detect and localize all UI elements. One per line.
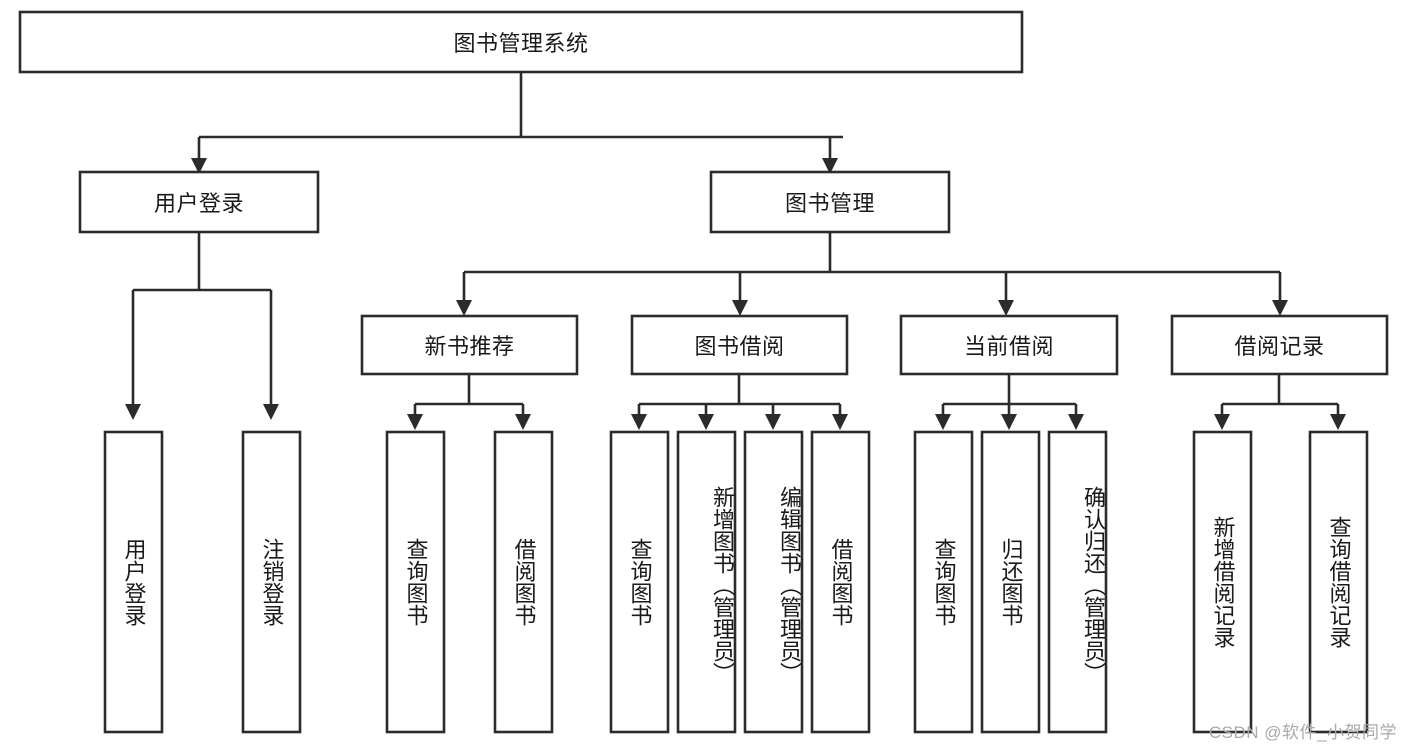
node-box-user-login [78, 170, 320, 234]
connector-userlogin-to-leaves [125, 232, 279, 420]
leaf-box-user-login-1 [241, 430, 302, 734]
node-box-current-borrow [899, 314, 1119, 376]
connector-newbook-to-leaves [407, 374, 531, 430]
leaf-box-bookborrow-2 [743, 430, 804, 734]
connector-currentborrow-to-leaves [935, 374, 1084, 430]
leaf-box-newbook-0 [385, 430, 446, 734]
leaf-box-user-login-0 [103, 430, 164, 734]
node-box-new-book-recommend [360, 314, 579, 376]
leaf-box-currentborrow-0 [913, 430, 974, 734]
leaf-box-currentborrow-1 [980, 430, 1041, 734]
csdn-watermark: CSDN @软件_小贺同学 [1208, 723, 1397, 742]
connector-bookmgmt-to-level3 [456, 232, 1288, 316]
connector-borrowrecord-to-leaves [1214, 374, 1346, 430]
node-box-borrow-record [1170, 314, 1389, 376]
connector-root-to-level2 [191, 72, 843, 174]
connector-bookborrow-to-leaves [631, 374, 848, 430]
leaf-box-bookborrow-0 [609, 430, 670, 734]
node-box-book-management [709, 170, 951, 234]
node-box-root [18, 10, 1024, 74]
leaf-box-borrowrecord-1 [1308, 430, 1369, 734]
leaf-box-bookborrow-1 [676, 430, 737, 734]
node-box-book-borrow [630, 314, 849, 376]
leaf-box-borrowrecord-0 [1192, 430, 1253, 734]
leaf-box-bookborrow-3 [810, 430, 871, 734]
leaf-box-currentborrow-2 [1047, 430, 1108, 734]
leaf-box-newbook-1 [493, 430, 554, 734]
